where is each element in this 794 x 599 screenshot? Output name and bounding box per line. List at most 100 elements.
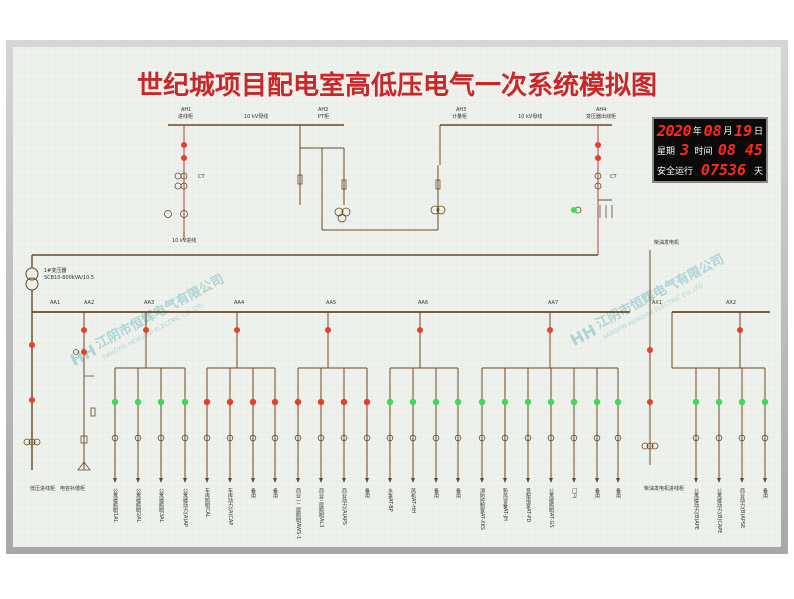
- feeder-label: 门卫: [571, 487, 577, 498]
- feeder-label: 车库动力(A)CAP: [227, 487, 233, 525]
- ct-icon: [594, 172, 602, 180]
- ct-icon: [317, 434, 325, 442]
- feeder-label: 备用: [615, 487, 621, 499]
- lv-panel-label-aa5: AA5: [326, 300, 336, 306]
- breaker-lamp-red: [417, 327, 423, 333]
- ct-icon: [524, 434, 532, 442]
- ct-icon: [386, 434, 394, 442]
- feeder-arrow-icon: [434, 478, 438, 483]
- breaker-lamp-red: [317, 398, 325, 406]
- ct-icon: [432, 434, 440, 442]
- breaker-lamp-red: [294, 398, 302, 406]
- hv-incoming-label: 10 kV进线: [172, 237, 196, 244]
- lv-feeder: 备用: [363, 368, 371, 499]
- breaker-lamp-red: [29, 342, 35, 348]
- feeder-arrow-icon: [480, 478, 484, 483]
- feeder-label: 公寓楼照明2AL: [135, 488, 141, 523]
- capacitor-icon: [77, 461, 91, 471]
- lv-feeder: 柴油发电机进线柜: [641, 347, 684, 492]
- breaker-lamp-green: [409, 398, 417, 406]
- ct-icon: [570, 434, 578, 442]
- breaker-lamp-green: [715, 398, 723, 406]
- feeder-label: 公寓楼照明1AL: [112, 488, 118, 523]
- ct-icon: [692, 434, 700, 442]
- lv-feeder: 新风设备AT-JH: [501, 368, 509, 521]
- lv-feeder: 风机AT-HH: [409, 368, 417, 513]
- ct-icon: [547, 434, 555, 442]
- lv-feeder: 车库动力(A)CAP: [226, 368, 234, 525]
- breaker-lamp-red: [647, 399, 653, 405]
- breaker-lamp-green: [386, 398, 394, 406]
- breaker-lamp-red: [203, 398, 211, 406]
- clock-weekday-label: 星期: [657, 146, 676, 157]
- lv-feeder: 车库照明CAL: [203, 368, 211, 518]
- lv-panel-label-ax1: AX1: [652, 300, 662, 306]
- ct-icon: [340, 434, 348, 442]
- lv-feeder: 备用: [432, 368, 440, 499]
- breaker-lamp-red: [249, 398, 257, 406]
- cabinet-name-ah1: 进线柜: [178, 113, 193, 120]
- lv-feeder: 公寓楼照明3AL: [157, 368, 165, 523]
- lv-panel-label-ax2: AX2: [726, 300, 736, 306]
- feeder-label: 备用: [594, 487, 600, 499]
- transformer-icon: [25, 267, 39, 281]
- ct-icon: [111, 434, 119, 442]
- breaker-lamp-red: [647, 347, 653, 353]
- feeder-label: 备用: [272, 487, 278, 499]
- ct-icon: [594, 182, 602, 190]
- ct-icon: [33, 438, 41, 446]
- hv-symbols: [164, 172, 613, 223]
- ct-icon: [409, 434, 417, 442]
- feeder-arrow-icon: [572, 478, 576, 483]
- feeder-label: 商业一二层照明AWS-1: [295, 487, 301, 539]
- breaker-lamp-green: [157, 398, 165, 406]
- feeder-arrow-icon: [740, 478, 744, 483]
- breaker-lamp-red: [271, 398, 279, 406]
- feeder-arrow-icon: [183, 478, 187, 483]
- breaker-lamp-green: [614, 398, 622, 406]
- breaker-lamp-green: [593, 398, 601, 406]
- lv-feeder: 公寓楼动力(B)APE: [692, 368, 700, 530]
- ct-icon: [738, 434, 746, 442]
- lv-feeder: 备用: [454, 368, 462, 499]
- breaker-lamp-red: [340, 398, 348, 406]
- lv-feeder: 变配电室AT-PD: [524, 368, 532, 522]
- lv-panel-label-aa7: AA7: [548, 300, 558, 306]
- clock-year-char: 年: [692, 127, 702, 137]
- feeder-label: 公寓楼动力(A)AP: [182, 488, 188, 527]
- breaker-lamp-red: [363, 398, 371, 406]
- feeder-arrow-icon: [456, 478, 460, 483]
- feeder-arrow-icon: [763, 478, 767, 483]
- breaker-lamp-red: [595, 142, 601, 148]
- feeder-label: 备用: [433, 487, 439, 499]
- breaker-lamp-red: [547, 327, 553, 333]
- feeder-arrow-icon: [228, 478, 232, 483]
- feeder-arrow-icon: [526, 478, 530, 483]
- breaker-lamp-green: [454, 398, 462, 406]
- feeder-label: 商业动力(A)APS: [341, 487, 347, 525]
- lv-feeder: 备用: [593, 368, 601, 499]
- cabinet-id-ah3: AH3: [456, 107, 466, 113]
- feeder-label: 公寓楼照明AT-GS: [548, 488, 554, 528]
- feeder-arrow-icon: [411, 478, 415, 483]
- feeder-label: 风机AT-HH: [410, 488, 416, 513]
- breaker-lamp-green: [134, 398, 142, 406]
- diagram-title: 世纪城项目配电室高低压电气一次系统模拟图: [137, 70, 657, 101]
- feeder-arrow-icon: [388, 478, 392, 483]
- breaker-lamp-green: [738, 398, 746, 406]
- lv-feeder: 商业三层照明AL3: [317, 368, 325, 527]
- ct-icon: [363, 434, 371, 442]
- feeder-label: 备用: [455, 487, 461, 499]
- lv-panel-label-aa4: AA4: [234, 300, 244, 306]
- breaker-lamp-red: [181, 142, 187, 148]
- ct-icon: [641, 442, 649, 450]
- feeder-arrow-icon: [159, 478, 163, 483]
- lv-feeder: 备用: [614, 368, 622, 499]
- lv-feeder: 水泵AT-BP: [386, 368, 394, 512]
- clock-day: 19: [734, 121, 753, 140]
- breaker-lamp-green: [571, 207, 577, 213]
- lv-feeder: 门卫: [570, 368, 578, 498]
